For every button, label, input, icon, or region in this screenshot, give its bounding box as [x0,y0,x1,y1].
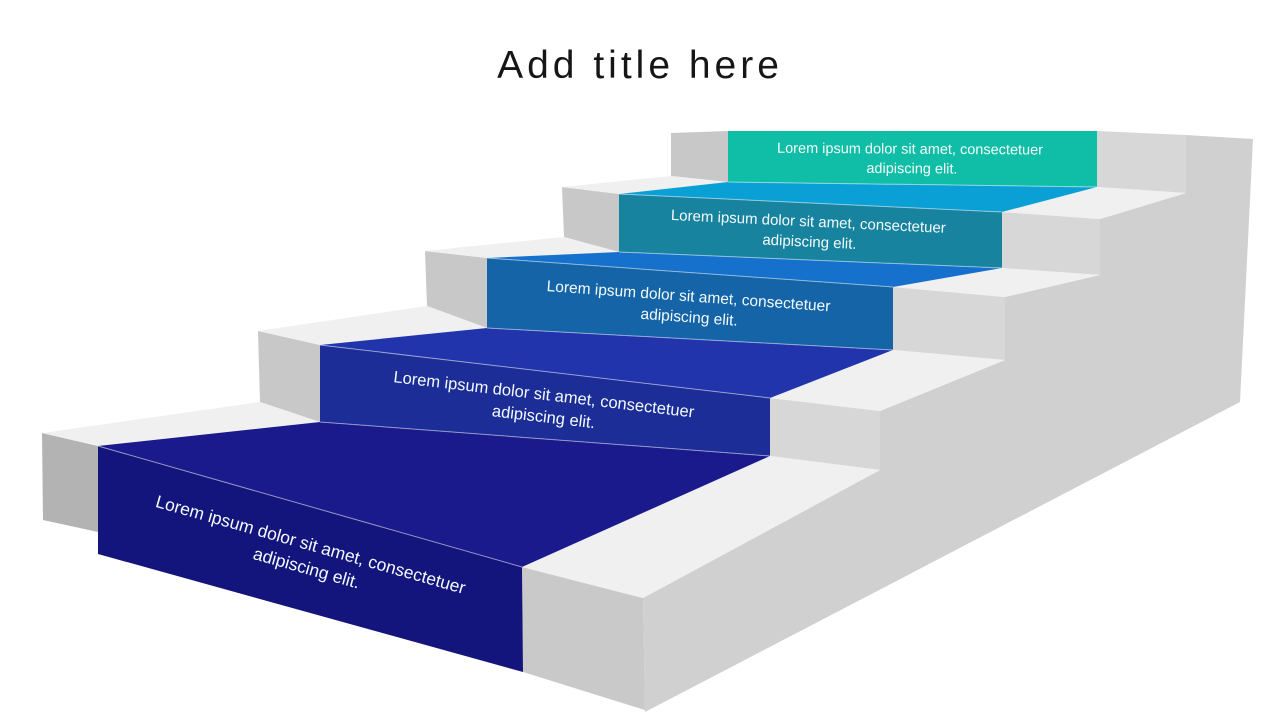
step-3-right-gray-front [893,287,1005,360]
step-3-left-gray-front [425,251,487,328]
step-1-right-gray-front [1097,131,1186,193]
step-2-top-edge-highlight [618,193,1003,213]
step-2-right-gray-tread [1002,187,1186,219]
step-1-left-gray-front [671,131,728,182]
step-4-left-gray-tread [258,306,487,345]
step-5-top-edge-highlight [97,445,523,568]
step-4-tread [320,328,893,398]
step-3-left-gray-tread [425,237,619,258]
slide-title-placeholder[interactable]: Add title here [497,44,783,87]
step-3-tread [487,252,1002,287]
staircase-right-side-wall [643,135,1253,712]
step-2-text-line-2[interactable]: adipiscing elit. [762,232,857,253]
step-3-front-face [487,258,893,350]
step-2-tread [619,182,1097,212]
step-3-right-gray-tread [893,268,1100,297]
step-4-top-edge-highlight [319,344,771,399]
step-4-left-gray-front [258,331,320,422]
step-5-front-face [98,446,523,672]
step-1-placeholder-text[interactable]: Lorem ipsum dolor sit amet, consectetuer… [777,141,1047,178]
step-4-front-face [320,345,770,456]
step-3-top-edge-highlight [486,257,894,288]
step-5-right-gray-tread [522,456,880,598]
step-2-left-gray-tread [562,176,728,194]
step-2-left-gray-front [562,187,619,252]
step-1-text-line-2[interactable]: adipiscing elit. [866,161,957,178]
step-3-bottom-edge-highlight [486,327,894,351]
step-1-text-line-1[interactable]: Lorem ipsum dolor sit amet, consectetuer [777,141,1043,159]
step-4-right-gray-front [770,398,880,470]
step-5-right-gray-front [522,567,645,710]
step-5-tread [98,422,770,567]
step-5-left-gray-tread [42,402,320,446]
step-2-bottom-edge-highlight [618,251,1003,269]
step-4-right-gray-tread [770,350,1005,411]
step-2-front-face [619,194,1002,268]
step-5-left-side-block [42,433,98,532]
step-3-text-line-2[interactable]: adipiscing elit. [640,306,738,330]
step-4-bottom-edge-highlight [319,421,771,457]
step-1-bottom-edge-highlight [727,181,1098,188]
step-1-front-face [728,131,1097,187]
step-2-right-gray-front [1002,212,1100,275]
